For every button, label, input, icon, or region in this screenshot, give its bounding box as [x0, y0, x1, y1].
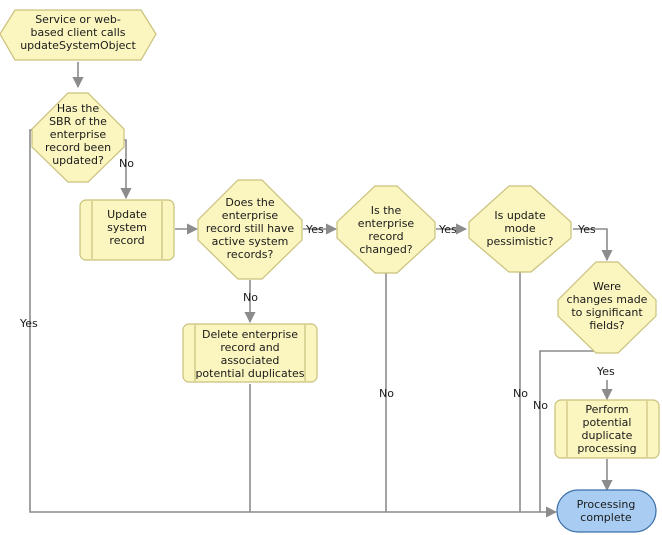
process-line: record and — [220, 341, 279, 354]
edge-sbr-yes — [29, 129, 558, 518]
decision-line: active system — [212, 235, 289, 248]
edge-mode-yes — [573, 228, 613, 262]
decision-significant-fields: Were changes made to significant fields? — [557, 261, 657, 354]
edge-label-mode-no: No — [513, 387, 528, 400]
edge-label-active-yes: Yes — [305, 223, 324, 236]
decision-line: changed? — [359, 243, 412, 256]
edge-label-active-no: No — [243, 291, 258, 304]
terminal-processing-complete: Processing complete — [556, 489, 657, 533]
decision-line: enterprise — [358, 217, 415, 230]
decision-line: changes made — [567, 293, 648, 306]
start-node-line: updateSystemObject — [20, 39, 136, 52]
decision-line: records? — [227, 248, 274, 261]
start-node: Service or web- based client calls updat… — [0, 9, 157, 61]
decision-active-records: Does the enterprise record still have ac… — [197, 179, 303, 280]
decision-enterprise-changed: Is the enterprise record changed? — [336, 185, 436, 274]
decision-line: fields? — [589, 319, 624, 332]
process-line: potential duplicates — [195, 367, 304, 380]
edge-label-mode-yes: Yes — [577, 223, 596, 236]
process-line: system — [107, 221, 147, 234]
edge-label-sbr-yes: Yes — [19, 317, 38, 330]
process-line: associated — [221, 354, 280, 367]
edge-label-changed-yes: Yes — [438, 223, 457, 236]
process-perform-duplicate-processing: Perform potential duplicate processing — [554, 399, 660, 459]
decision-line: Were — [593, 280, 621, 293]
terminal-line: Processing — [577, 498, 636, 511]
process-line: Perform — [585, 403, 628, 416]
edge-label-significant-no: No — [533, 399, 548, 412]
process-line: potential — [583, 416, 632, 429]
decision-line: Has the — [57, 102, 100, 115]
start-node-line: based client calls — [30, 26, 125, 39]
process-line: Delete enterprise — [202, 328, 298, 341]
decision-line: record — [368, 230, 403, 243]
edge-label-significant-yes: Yes — [596, 365, 615, 378]
process-line: processing — [577, 442, 636, 455]
process-line: record — [109, 234, 144, 247]
decision-sbr-updated: Has the SBR of the enterprise record bee… — [31, 92, 125, 183]
edge-label-sbr-no: No — [119, 157, 134, 170]
decision-line: pessimistic? — [486, 235, 553, 248]
decision-line: mode — [504, 222, 535, 235]
decision-line: Is update — [494, 209, 545, 222]
decision-line: Does the — [225, 196, 274, 209]
edge-labels: No Yes Yes No Yes No Yes No Yes No — [19, 157, 615, 412]
start-node-line: Service or web- — [35, 13, 121, 26]
decision-line: record been — [45, 141, 111, 154]
decision-line: enterprise — [222, 209, 279, 222]
decision-line: SBR of the — [49, 115, 107, 128]
process-delete-enterprise-record: Delete enterprise record and associated … — [182, 323, 318, 383]
process-line: duplicate — [582, 429, 633, 442]
process-update-system-record: Update system record — [79, 199, 175, 261]
edge-significant-no — [539, 350, 607, 512]
process-line: Update — [107, 208, 147, 221]
edge-label-changed-no: No — [379, 387, 394, 400]
decision-line: to significant — [571, 306, 643, 319]
decision-line: Is the — [371, 204, 402, 217]
decision-line: enterprise — [50, 128, 107, 141]
terminal-line: complete — [580, 511, 632, 524]
decision-line: updated? — [52, 154, 104, 167]
decision-update-mode: Is update mode pessimistic? — [468, 185, 572, 273]
decision-line: record still have — [206, 222, 295, 235]
